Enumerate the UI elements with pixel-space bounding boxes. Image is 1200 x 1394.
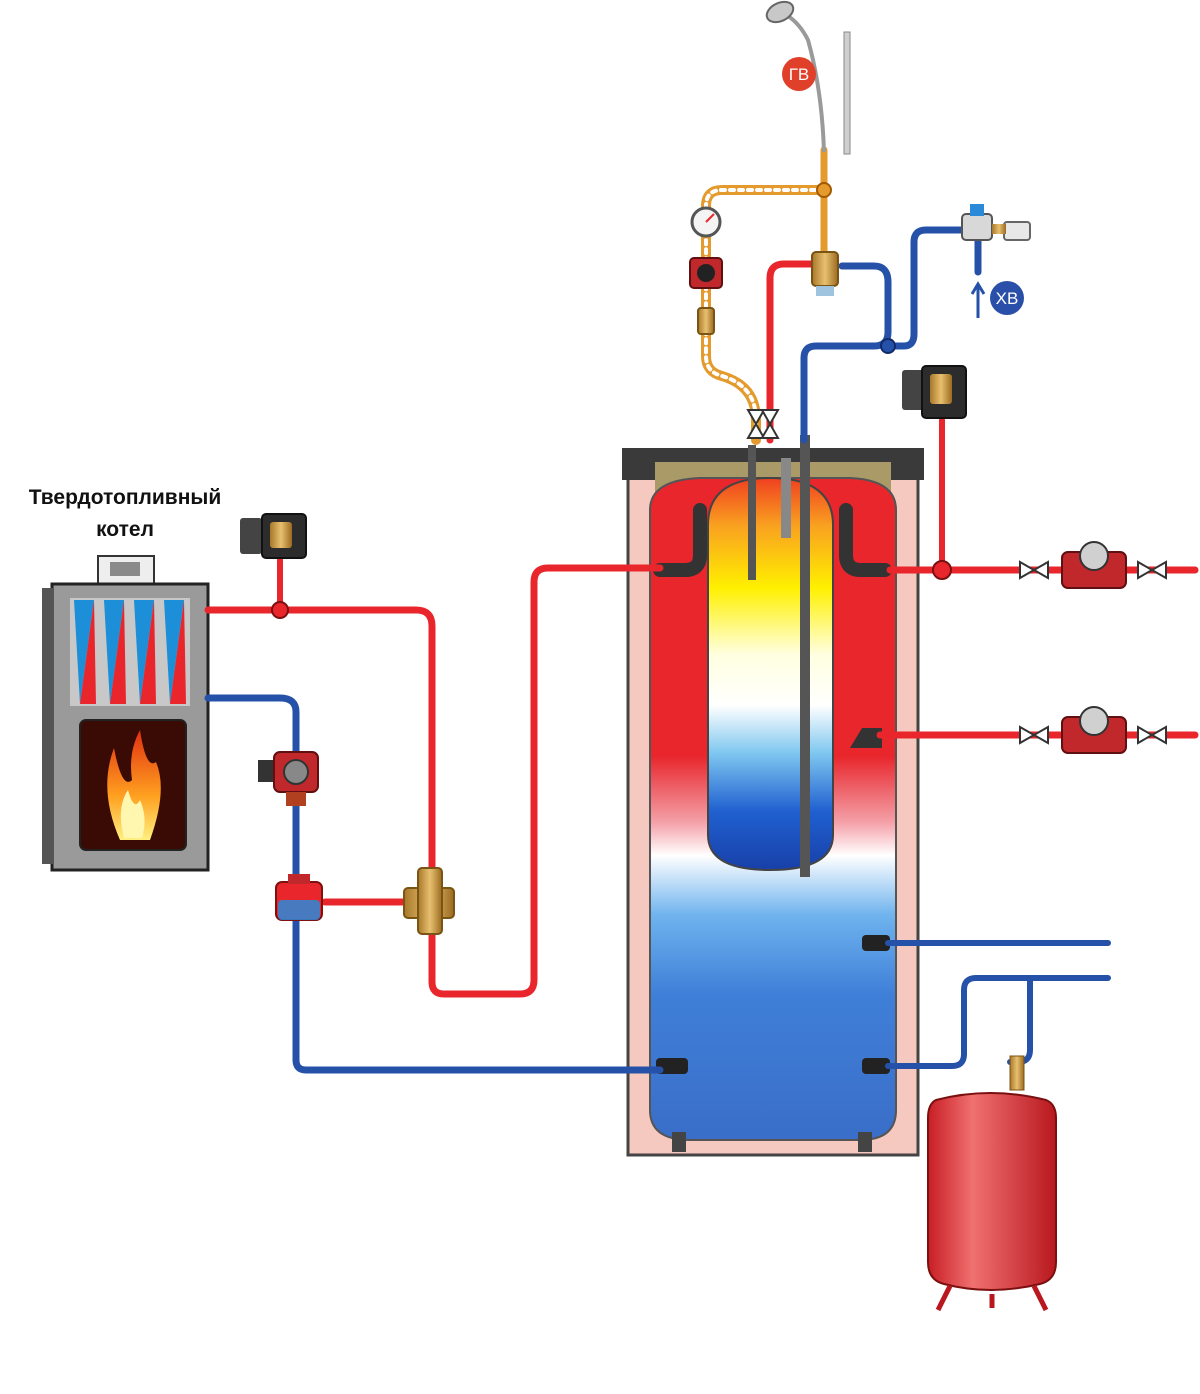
dhw-components [689, 204, 1031, 439]
boiler-fin-2 [104, 600, 124, 704]
boiler-title: Твердотопливный котел [0, 482, 250, 546]
distribution-pump-upper [1019, 541, 1167, 589]
pipe-boiler-supply [204, 606, 436, 884]
thermostatic-mixer [811, 251, 839, 296]
tank-inner-dhw-vessel [707, 476, 834, 872]
dhw-recirculation-pump [689, 257, 723, 289]
shower-pipe-tee [816, 182, 832, 198]
nozzle-upper-left [653, 503, 707, 577]
tank-dip-tube-cold [800, 435, 810, 877]
dhw-check-valve [697, 307, 715, 335]
tank-foot-right [858, 1132, 872, 1152]
distribution-pump-lower [1019, 706, 1167, 754]
cold-water-safety-valve [961, 204, 1031, 241]
cold-water-badge-label: ХВ [996, 289, 1019, 308]
nozzle-sensor-middle [850, 728, 882, 748]
boiler-circulation-pump [258, 751, 319, 806]
cold-water-badge: ХВ [990, 281, 1024, 315]
shower-head-icon [765, 0, 795, 24]
pipe-expansion-tank [1007, 975, 1033, 1065]
boiler-fin-1 [74, 600, 94, 704]
shower-hose [786, 14, 826, 153]
boiler-title-line1: Твердотопливный [28, 486, 222, 509]
cold-water-arrow-icon [970, 281, 986, 318]
boiler-side-panel [42, 588, 54, 864]
boiler-fin-4-red [170, 600, 186, 704]
tank-sensor-sleeve [781, 458, 791, 538]
hot-water-badge-label: ГВ [789, 65, 810, 84]
boiler-fin-2-red [110, 600, 126, 704]
pipe-recirculation-dash [704, 188, 826, 442]
pipe-tee-boiler-supply [271, 601, 289, 619]
storage-tank [622, 435, 924, 1157]
nozzle-upper-right [839, 503, 892, 577]
pipe-tee-cold [880, 338, 896, 354]
expansion-tank-fitting [1009, 1055, 1025, 1091]
boiler-fin-1-red [80, 600, 96, 704]
boiler-fin-3 [134, 600, 154, 704]
expansion-tank-legs [935, 1284, 1049, 1312]
nozzle-bottom-right [862, 1058, 890, 1074]
expansion-tank [927, 1055, 1057, 1312]
tank-dip-tube-hot [748, 445, 756, 580]
boiler-fin-4 [164, 600, 184, 704]
strainer-filter [403, 867, 455, 935]
hot-water-badge: ГВ [782, 57, 816, 91]
pipe-supply-to-tank [428, 564, 664, 998]
expansion-tank-body [927, 1092, 1057, 1291]
nozzle-lower-right [862, 935, 890, 951]
three-way-mixing-valve [275, 874, 323, 921]
nozzle-bottom-left [656, 1058, 688, 1074]
solid-fuel-boiler [42, 555, 210, 872]
safety-group-boiler [240, 513, 307, 619]
pipe-cold-water-in [884, 226, 968, 350]
boiler-fin-3-red [140, 600, 156, 704]
shower-rail [843, 31, 851, 155]
fire-icon [107, 730, 161, 840]
safety-group-tank [902, 365, 967, 580]
shutoff-valves-top [746, 409, 780, 439]
tank-foot-left [672, 1132, 686, 1152]
boiler-title-line2: котел [96, 518, 154, 541]
pipe-return-bottom [885, 975, 1111, 1069]
boiler-circuit-pipes [204, 417, 1199, 1074]
shower [765, 0, 851, 198]
dhw-thermometer [690, 206, 722, 238]
boiler-control-display [110, 562, 140, 576]
pipe-tee-tank-supply [932, 560, 952, 580]
pipe-hot-water-out [766, 260, 824, 444]
